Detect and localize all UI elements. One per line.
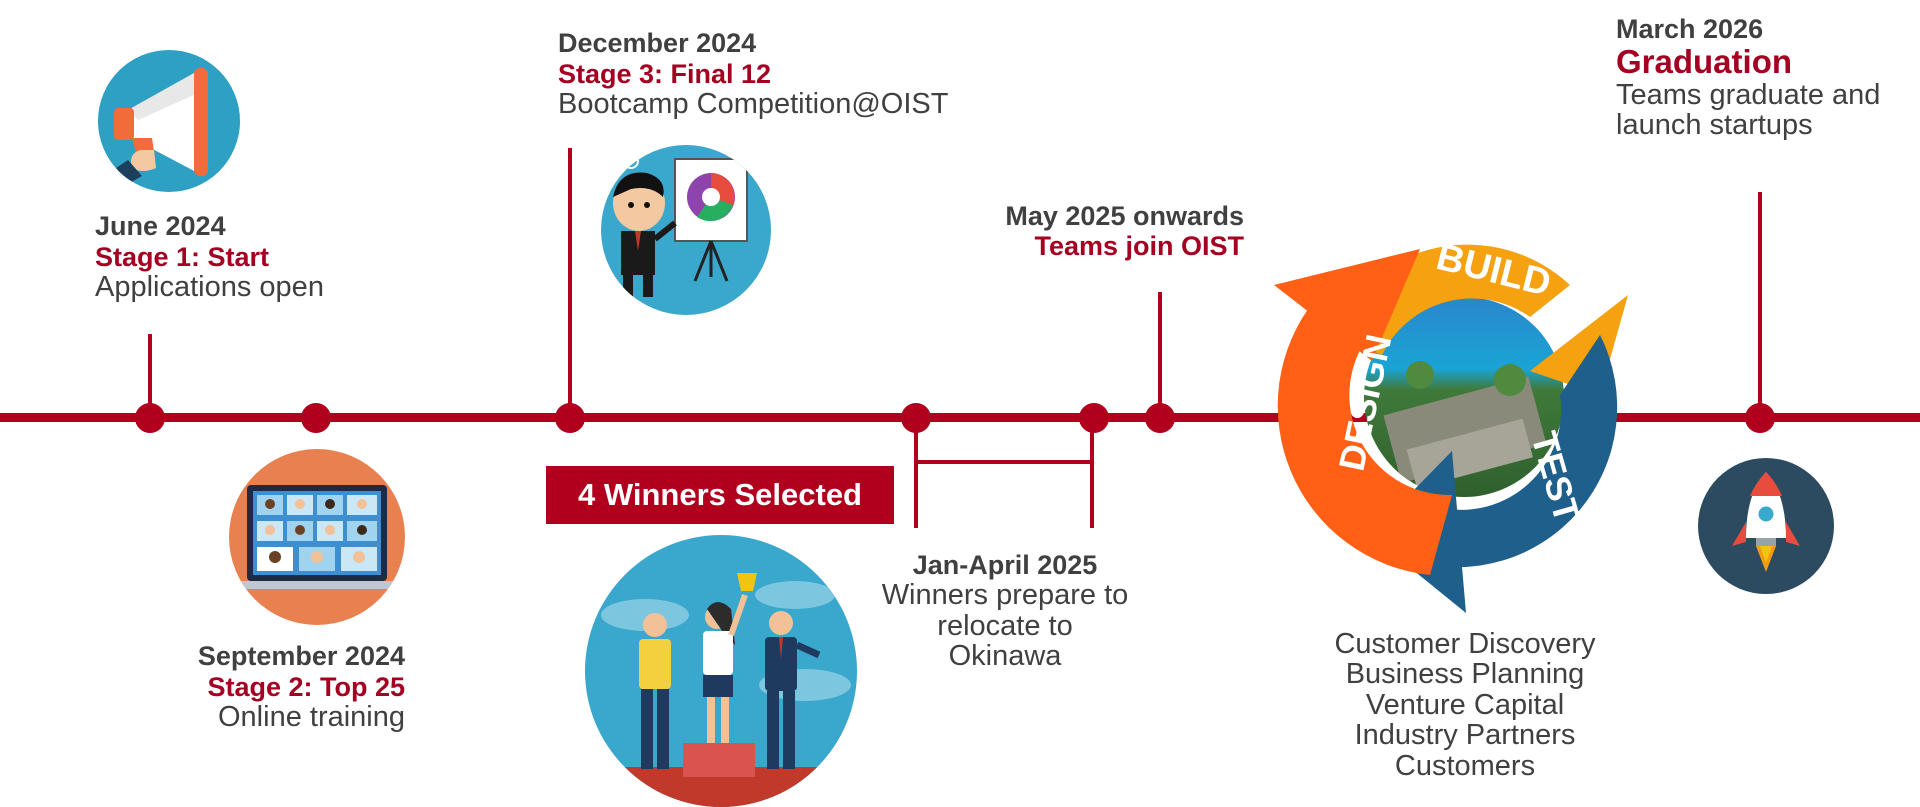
timeline-axis bbox=[0, 413, 1920, 422]
jan-april-desc-line-3: Okinawa bbox=[948, 640, 1062, 672]
december-stage: Stage 3: Final 12 bbox=[558, 59, 772, 89]
video-call-icon bbox=[229, 449, 405, 625]
september-date: September 2024 bbox=[197, 641, 405, 671]
december-desc: Bootcamp Competition@OIST bbox=[558, 88, 949, 120]
milestone-dot-jan bbox=[901, 403, 931, 433]
march-stage: Graduation bbox=[1616, 43, 1793, 80]
milestone-dot-december bbox=[555, 403, 585, 433]
march-stem bbox=[1758, 192, 1762, 418]
activity-4: Industry Partners bbox=[1354, 719, 1576, 751]
milestone-dot-april bbox=[1079, 403, 1109, 433]
march-desc-line-1: Teams graduate and bbox=[1616, 79, 1881, 111]
milestone-dot-september bbox=[301, 403, 331, 433]
june-stage: Stage 1: Start bbox=[95, 242, 270, 272]
activity-1: Customer Discovery bbox=[1334, 628, 1596, 660]
may-stage: Teams join OIST bbox=[1034, 231, 1244, 261]
megaphone-icon bbox=[98, 50, 240, 192]
march-date: March 2026 bbox=[1616, 14, 1764, 44]
milestone-dot-march bbox=[1745, 403, 1775, 433]
june-desc: Applications open bbox=[95, 271, 324, 303]
jan-april-date: Jan-April 2025 bbox=[912, 550, 1098, 580]
design-arrowhead bbox=[1274, 249, 1420, 361]
campus-photo bbox=[1364, 297, 1564, 497]
jan-april-desc-line-2: relocate to bbox=[937, 610, 1073, 642]
jan-april-bracket-bar bbox=[914, 460, 1094, 464]
june-date: June 2024 bbox=[95, 211, 226, 241]
june-stem bbox=[148, 334, 152, 418]
build-test-design-cycle: BUILD TEST DESIGN bbox=[1274, 236, 1628, 613]
may-date: May 2025 onwards bbox=[1005, 201, 1244, 231]
test-arc bbox=[1410, 335, 1618, 568]
jan-april-bracket-left bbox=[914, 418, 918, 528]
podium-icon bbox=[585, 535, 857, 807]
september-desc: Online training bbox=[218, 701, 405, 733]
december-stem bbox=[568, 148, 572, 418]
milestone-dot-may bbox=[1145, 403, 1175, 433]
rocket-icon bbox=[1698, 458, 1834, 594]
activity-2: Business Planning bbox=[1345, 658, 1585, 690]
winners-selected-banner: 4 Winners Selected bbox=[546, 466, 894, 524]
december-date: December 2024 bbox=[558, 28, 757, 58]
milestone-dot-june bbox=[135, 403, 165, 433]
march-desc-line-2: launch startups bbox=[1616, 109, 1813, 141]
activity-3: Venture Capital bbox=[1365, 689, 1565, 721]
design-arc bbox=[1277, 301, 1452, 575]
jan-april-desc-line-1: Winners prepare to bbox=[881, 579, 1129, 611]
may-stem bbox=[1158, 292, 1162, 418]
presenter-icon bbox=[601, 145, 771, 315]
jan-april-bracket-right bbox=[1090, 418, 1094, 528]
september-stage: Stage 2: Top 25 bbox=[207, 672, 405, 702]
activity-5: Customers bbox=[1394, 750, 1536, 782]
